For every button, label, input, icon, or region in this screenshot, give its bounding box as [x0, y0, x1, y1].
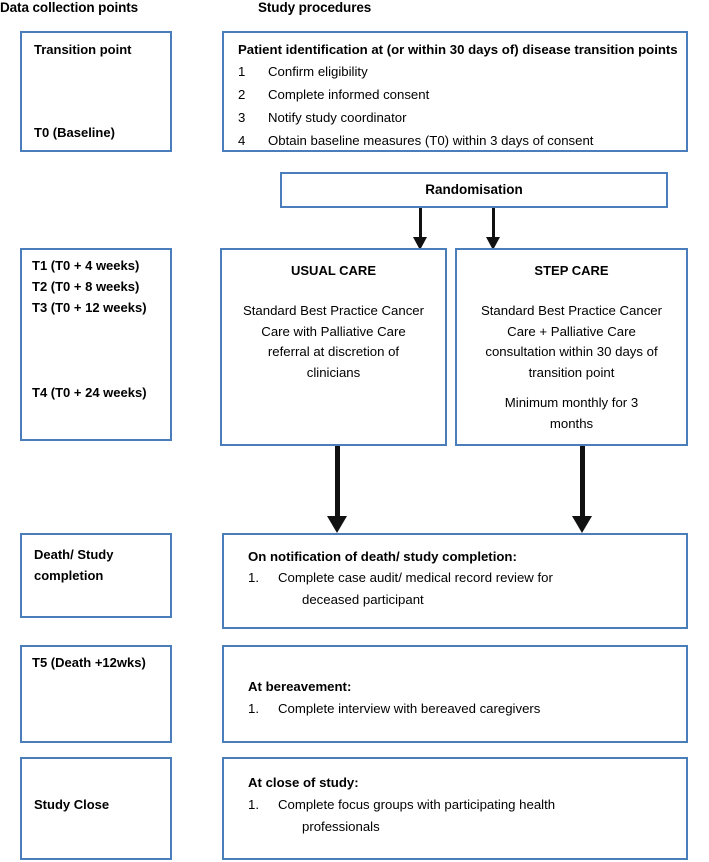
- list-item-text-continued: deceased participant: [302, 592, 424, 607]
- title-step-care: STEP CARE: [534, 263, 609, 278]
- box-bereavement: At bereavement: 1. Complete interview wi…: [222, 645, 688, 743]
- box-t5-death-plus-12wks: T5 (Death +12wks): [20, 645, 172, 743]
- heading-death-notification: On notification of death/ study completi…: [248, 549, 517, 564]
- box-usual-care: USUAL CARE Standard Best Practice Cancer…: [220, 248, 447, 446]
- list-item-number: 1.: [248, 701, 259, 716]
- list-item: 4 Obtain baseline measures (T0) within 3…: [238, 131, 678, 150]
- label-randomisation: Randomisation: [425, 182, 523, 197]
- list-item-number: 1.: [248, 797, 259, 812]
- label-transition-point: Transition point: [34, 42, 132, 57]
- list-item-number: 1.: [248, 570, 259, 585]
- list-item-text: Complete case audit/ medical record revi…: [278, 570, 553, 585]
- box-transition-point: Transition point T0 (Baseline): [20, 31, 172, 152]
- label-t1: T1 (T0 + 4 weeks): [32, 258, 140, 273]
- label-study-close: Study Close: [34, 797, 110, 812]
- list-item: 1 Confirm eligibility: [238, 62, 678, 81]
- step-care-body-line-3: consultation within 30 days of: [485, 344, 658, 359]
- list-item-text: Confirm eligibility: [268, 64, 368, 79]
- column-header-data-collection-points: Data collection points: [0, 0, 139, 15]
- usual-care-body-line-4: clinicians: [306, 364, 361, 380]
- step-care-body-line-1: Standard Best Practice Cancer: [480, 303, 663, 318]
- label-t3: T3 (T0 + 12 weeks): [32, 300, 147, 315]
- heading-study-close: At close of study:: [248, 775, 359, 790]
- box-study-close-procedures: At close of study: 1. Complete focus gro…: [222, 757, 688, 860]
- list-item: 2 Complete informed consent: [238, 85, 678, 104]
- box-patient-identification: Patient identification at (or within 30 …: [222, 31, 688, 152]
- list-item: 1. Complete focus groups with participat…: [248, 795, 668, 814]
- box-randomisation: Randomisation: [280, 172, 668, 208]
- list-item-number: 4: [238, 133, 246, 148]
- box-step-care: STEP CARE Standard Best Practice Cancer …: [455, 248, 688, 446]
- list-item-number: 2: [238, 87, 246, 102]
- list-item: 1. Complete case audit/ medical record r…: [248, 568, 668, 587]
- usual-care-body-line-1: Standard Best Practice Cancer: [242, 303, 425, 318]
- label-death-study-completion-line-1: Death/ Study: [34, 547, 114, 562]
- box-death-study-completion: Death/ Study completion: [20, 533, 172, 618]
- step-care-body2-line-1: Minimum monthly for 3: [504, 395, 639, 410]
- heading-bereavement: At bereavement:: [248, 679, 352, 694]
- label-t4: T4 (T0 + 24 weeks): [32, 385, 147, 400]
- list-item-text: Complete informed consent: [268, 87, 430, 102]
- box-timepoints-t1-t4: T1 (T0 + 4 weeks) T2 (T0 + 8 weeks) T3 (…: [20, 248, 172, 441]
- list-item: 1. Complete interview with bereaved care…: [248, 699, 668, 718]
- label-t0-baseline: T0 (Baseline): [34, 125, 115, 140]
- label-t2: T2 (T0 + 8 weeks): [32, 279, 140, 294]
- column-header-study-procedures: Study procedures: [258, 0, 372, 15]
- list-item-number: 1: [238, 64, 246, 79]
- usual-care-body-line-2: Care with Palliative Care: [261, 323, 406, 339]
- heading-patient-identification: Patient identification at (or within 30 …: [238, 42, 678, 57]
- box-death-notification: On notification of death/ study completi…: [222, 533, 688, 629]
- step-care-body-line-2: Care + Palliative Care: [507, 323, 636, 339]
- box-study-close: Study Close: [20, 757, 172, 860]
- list-item-text: Notify study coordinator: [268, 110, 407, 125]
- list-item-text: Complete interview with bereaved caregiv…: [278, 701, 541, 716]
- title-usual-care: USUAL CARE: [291, 263, 376, 278]
- label-t5: T5 (Death +12wks): [32, 655, 146, 670]
- step-care-body2-line-2: months: [549, 415, 594, 431]
- list-item-text: Obtain baseline measures (T0) within 3 d…: [268, 133, 594, 148]
- list-item-text: Complete focus groups with participating…: [278, 797, 556, 812]
- usual-care-body-line-3: referral at discretion of: [267, 344, 400, 359]
- list-item-number: 3: [238, 110, 246, 125]
- list-item: 3 Notify study coordinator: [238, 108, 678, 127]
- step-care-body-line-4: transition point: [528, 364, 615, 380]
- list-item-text-continued: professionals: [302, 819, 380, 834]
- label-death-study-completion-line-2: completion: [34, 568, 104, 583]
